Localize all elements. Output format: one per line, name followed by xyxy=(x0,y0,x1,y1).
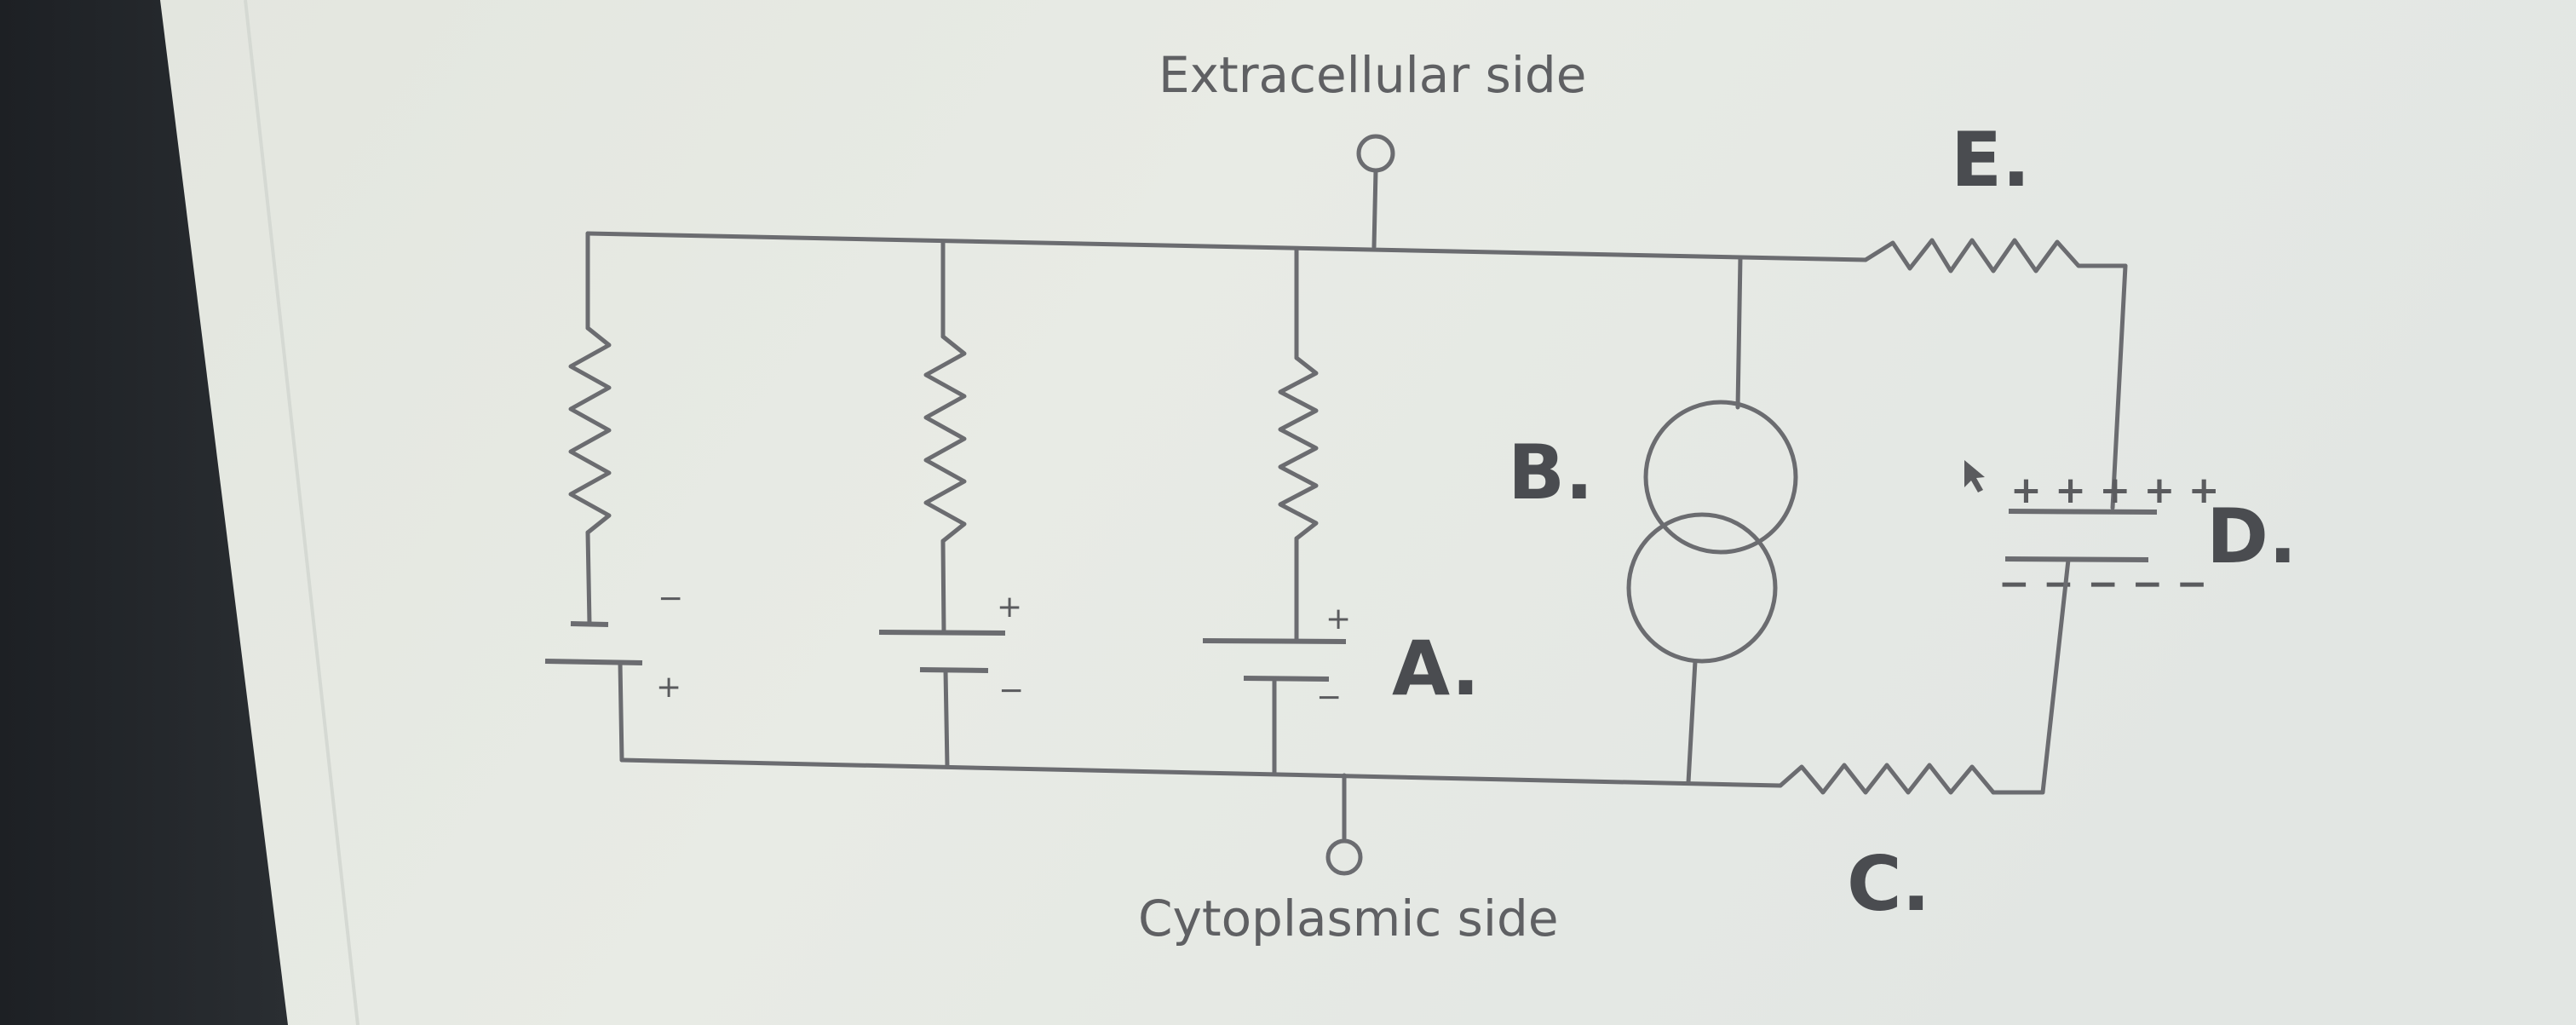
battery-1-top-sign: − xyxy=(658,581,683,616)
capacitor-bottom-charge: − − − − − xyxy=(1998,562,2208,606)
capacitor-top-charge: + + + + + xyxy=(2010,469,2220,512)
battery-1-bottom-sign: + xyxy=(656,670,681,705)
resistor-2 xyxy=(923,334,967,544)
battery-3-top-sign: + xyxy=(1325,602,1351,636)
extracellular-label: Extracellular side xyxy=(1159,46,1586,104)
battery-2-bottom-sign: − xyxy=(998,673,1024,708)
branch-2: + − xyxy=(878,239,1024,769)
battery-3-bottom-sign: − xyxy=(1316,680,1342,715)
label-c: C. xyxy=(1847,840,1930,928)
top-rail-wire xyxy=(585,231,1868,262)
branch-5-loop: + + + + + − − − − − xyxy=(1778,238,2220,795)
label-b: B. xyxy=(1508,429,1594,516)
extracellular-lead xyxy=(1371,168,1378,250)
current-source-upper-circle xyxy=(1643,400,1798,555)
battery-1-short-plate xyxy=(570,621,609,627)
resistor-e xyxy=(1863,238,2128,274)
resistor-3 xyxy=(1278,355,1319,541)
monitor-bezel xyxy=(0,0,290,1025)
resistor-1 xyxy=(568,325,612,535)
capacitor-top-plate xyxy=(2008,509,2158,515)
mouse-cursor-icon xyxy=(1964,460,1985,492)
label-d: D. xyxy=(2206,492,2297,580)
label-e: E. xyxy=(1951,116,2031,204)
cytoplasmic-label: Cytoplasmic side xyxy=(1138,890,1559,947)
window-edge xyxy=(244,0,359,1025)
branch-3: + − xyxy=(1202,246,1351,776)
battery-3-long-plate xyxy=(1202,638,1347,644)
battery-2-top-sign: + xyxy=(997,590,1022,625)
battery-2-long-plate xyxy=(878,630,1006,636)
label-a: A. xyxy=(1392,625,1480,712)
resistor-c xyxy=(1778,763,1996,795)
bottom-rail-wire xyxy=(619,757,1783,788)
branch-4-current-source xyxy=(1626,255,1798,785)
battery-1-long-plate xyxy=(544,659,643,665)
branch-1: − + xyxy=(544,231,683,763)
battery-3-short-plate xyxy=(1243,676,1330,682)
current-source-lower-circle xyxy=(1626,512,1778,664)
battery-2-short-plate xyxy=(919,667,989,673)
capacitor-bottom-plate xyxy=(2004,556,2149,562)
